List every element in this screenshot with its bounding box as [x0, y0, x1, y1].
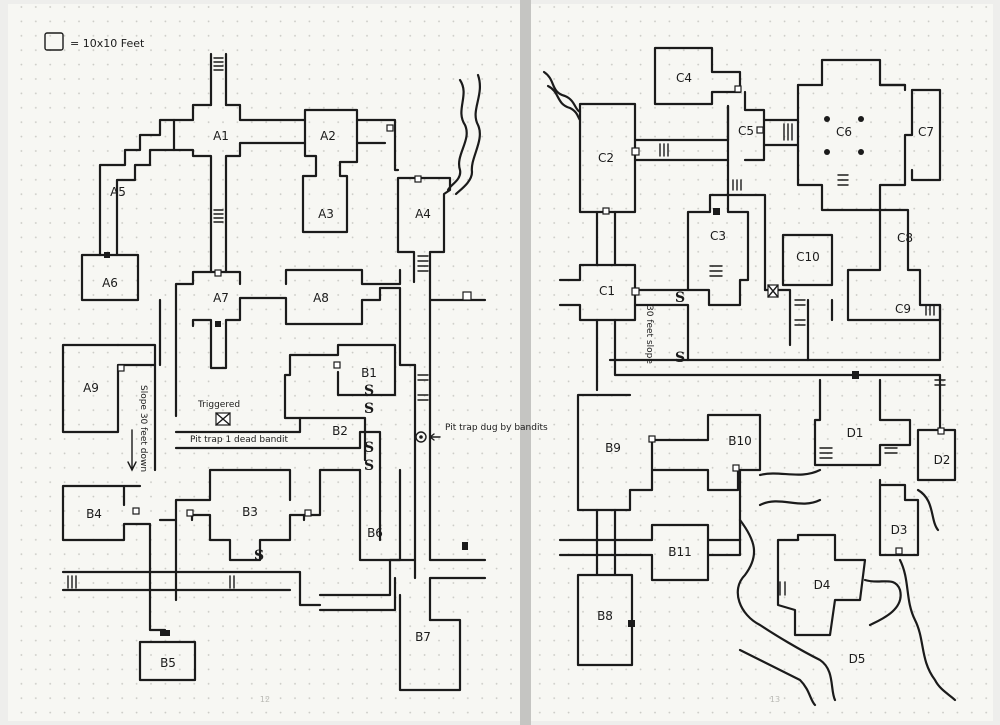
svg-text:S: S	[364, 458, 374, 474]
room-label-c1: C1	[599, 284, 615, 298]
room-label-d3: D3	[891, 523, 908, 537]
room-label-b11: B11	[668, 545, 692, 559]
room-label-a8: A8	[313, 291, 329, 305]
svg-text:S: S	[675, 290, 685, 306]
room-label-b7: B7	[415, 630, 431, 644]
right-map: S S	[542, 46, 957, 707]
room-label-b4: B4	[86, 507, 102, 521]
room-label-a6: A6	[102, 276, 118, 290]
room-label-c7: C7	[918, 125, 934, 139]
room-label-a3: A3	[318, 207, 334, 221]
room-label-b9: B9	[605, 441, 621, 455]
room-label-c8: C8	[897, 231, 913, 245]
room-label-a7: A7	[213, 291, 229, 305]
room-label-c9: C9	[895, 302, 911, 316]
page-number-left: 12	[260, 695, 270, 704]
room-label-d1: D1	[847, 426, 864, 440]
left-room-labels: A1 A2 A3 A4 A5 A6 A7 A8 A9 B1 B2 B3 B4 B…	[83, 129, 431, 670]
room-label-a5: A5	[110, 185, 126, 199]
room-label-d4: D4	[814, 578, 831, 592]
room-label-b5: B5	[160, 656, 176, 670]
legend-square-icon	[44, 32, 64, 51]
pit-trap-bandit-note: Pit trap 1 dead bandit	[190, 435, 289, 445]
svg-text:S: S	[364, 401, 374, 417]
scale-legend: = 10x10 Feet	[44, 32, 145, 51]
legend-label: = 10x10 Feet	[70, 37, 145, 50]
svg-text:S: S	[364, 440, 374, 456]
pit-trap-dug-note: Pit trap dug by bandits	[445, 423, 548, 433]
triggered-note: Triggered	[197, 400, 240, 410]
book-gutter	[520, 0, 531, 725]
room-label-b3: B3	[242, 505, 258, 519]
room-label-c5: C5	[738, 124, 754, 138]
slope-note-right: 30 feet slope	[644, 305, 654, 364]
room-label-d2: D2	[934, 453, 951, 467]
room-label-b2: B2	[332, 424, 348, 438]
room-label-c6: C6	[836, 125, 852, 139]
room-label-c2: C2	[598, 151, 614, 165]
pillar-icon	[824, 116, 830, 122]
room-label-a2: A2	[320, 129, 336, 143]
room-label-c4: C4	[676, 71, 692, 85]
room-label-b10: B10	[728, 434, 752, 448]
room-label-c10: C10	[796, 250, 820, 264]
slope-note: Slope 30 feet down	[138, 385, 148, 472]
right-room-labels: C1 C2 C3 C4 C5 C6 C7 C8 C9 C10 B8 B9 B10…	[597, 71, 950, 666]
pillar-icon	[858, 116, 864, 122]
svg-text:S: S	[254, 548, 264, 564]
pillar-icon	[824, 149, 830, 155]
room-label-a9: A9	[83, 381, 99, 395]
left-map: S S S S S	[61, 52, 487, 692]
pit-trap-icon	[415, 431, 427, 443]
room-label-b1: B1	[361, 366, 377, 380]
room-label-a1: A1	[213, 129, 229, 143]
room-label-a4: A4	[415, 207, 431, 221]
room-label-d5: D5	[849, 652, 866, 666]
svg-text:S: S	[675, 350, 685, 366]
room-label-b6: B6	[367, 526, 383, 540]
svg-text:S: S	[364, 383, 374, 399]
room-label-c3: C3	[710, 229, 726, 243]
pillar-icon	[858, 149, 864, 155]
page-number-right: 13	[770, 695, 780, 704]
room-label-b8: B8	[597, 609, 613, 623]
